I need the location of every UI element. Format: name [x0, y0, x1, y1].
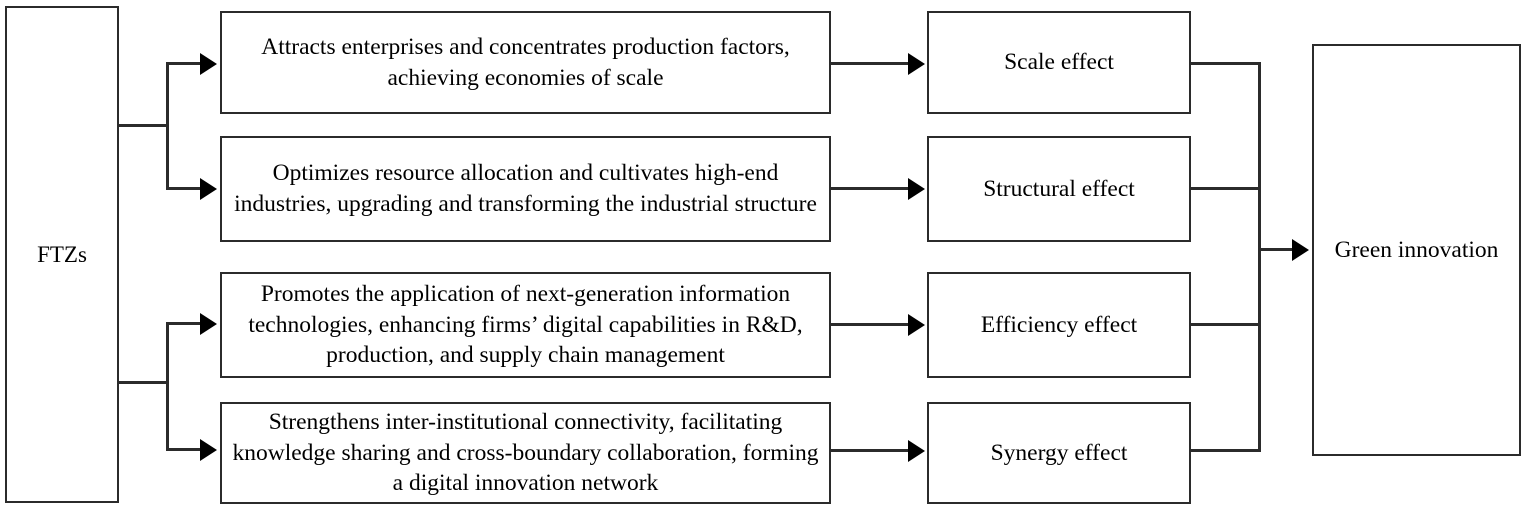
- connector-effect-3-to-bus: [1191, 449, 1261, 452]
- connector-upper-vertical-bus: [166, 62, 169, 190]
- mechanism-box-scale: Attracts enterprises and concentrates pr…: [220, 11, 831, 114]
- connector-mechanism-1-to-effect-1: [831, 187, 911, 190]
- connector-lower-vertical-bus: [166, 322, 169, 450]
- connector-mechanism-2-to-effect-2: [831, 323, 911, 326]
- arrowhead-to-mechanism-3: [200, 439, 217, 461]
- arrowhead-to-mechanism-0: [200, 53, 217, 75]
- connector-to-mechanism-1: [166, 187, 203, 190]
- connector-ftzs-upper-stem: [119, 124, 169, 127]
- connector-effect-0-to-bus: [1191, 62, 1261, 65]
- mechanism-label: Attracts enterprises and concentrates pr…: [261, 33, 790, 91]
- connector-to-mechanism-2: [166, 322, 203, 325]
- mechanism-box-structural: Optimizes resource allocation and cultiv…: [220, 136, 831, 242]
- connector-to-mechanism-3: [166, 448, 203, 451]
- arrowhead-to-effect-3: [908, 440, 925, 462]
- source-node-label: FTZs: [37, 241, 87, 267]
- connector-mechanism-3-to-effect-3: [831, 449, 911, 452]
- effect-label: Structural effect: [983, 175, 1135, 202]
- effect-box-efficiency: Efficiency effect: [927, 272, 1191, 378]
- effect-label: Scale effect: [1004, 49, 1114, 76]
- mechanism-box-efficiency: Promotes the application of next-generat…: [220, 272, 831, 378]
- connector-effect-2-to-bus: [1191, 323, 1261, 326]
- connector-to-mechanism-0: [166, 62, 203, 65]
- arrowhead-to-mechanism-2: [200, 313, 217, 335]
- source-node-ftzs: FTZs: [5, 6, 119, 503]
- arrowhead-to-effect-1: [908, 178, 925, 200]
- effect-label: Synergy effect: [990, 439, 1128, 466]
- mechanism-label: Strengthens inter-institutional connecti…: [232, 409, 819, 497]
- mechanism-label: Promotes the application of next-generat…: [248, 281, 803, 369]
- effect-box-structural: Structural effect: [927, 136, 1191, 242]
- effect-label: Efficiency effect: [980, 311, 1138, 338]
- connector-outcome-merge-bus: [1258, 62, 1261, 452]
- outcome-node-green-innovation: Green innovation: [1312, 44, 1521, 456]
- mechanism-label: Optimizes resource allocation and cultiv…: [234, 160, 817, 217]
- arrowhead-to-mechanism-1: [200, 178, 217, 200]
- effect-box-synergy: Synergy effect: [927, 402, 1191, 504]
- connector-ftzs-lower-stem: [119, 381, 169, 384]
- arrowhead-to-outcome: [1292, 239, 1309, 261]
- mechanism-box-synergy: Strengthens inter-institutional connecti…: [220, 402, 831, 504]
- connector-bus-to-outcome: [1258, 248, 1298, 251]
- effect-box-scale: Scale effect: [927, 11, 1191, 114]
- connector-mechanism-0-to-effect-0: [831, 62, 911, 65]
- arrowhead-to-effect-0: [908, 53, 925, 75]
- outcome-node-label: Green innovation: [1334, 236, 1499, 263]
- connector-effect-1-to-bus: [1191, 187, 1261, 190]
- arrowhead-to-effect-2: [908, 314, 925, 336]
